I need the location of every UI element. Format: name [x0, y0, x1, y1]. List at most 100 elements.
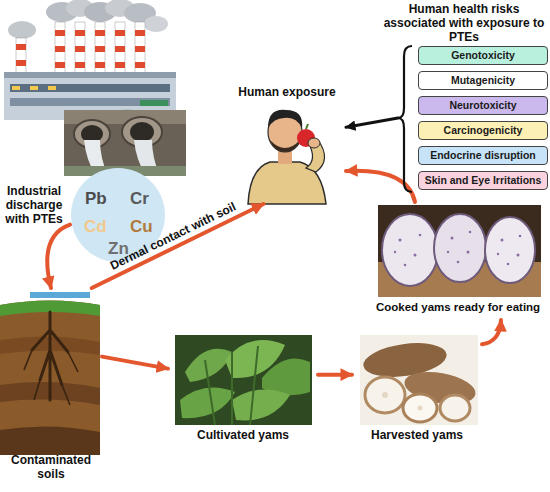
cultivated-yams-photo-part: [262, 358, 310, 395]
cultivated-yams-photo-part: [205, 346, 258, 425]
factory-illustration-part: [135, 46, 145, 52]
human-illustration-part: [306, 124, 308, 129]
cultivated-yams-photo: [175, 335, 312, 425]
factory-illustration-part: [95, 62, 105, 68]
cultivated-yams-photo-part: [180, 388, 235, 419]
factory-illustration-part: [48, 86, 56, 90]
cooked-yams-node: Cooked yams ready for eating: [372, 202, 544, 320]
factory-illustration-part: [8, 21, 36, 39]
factory-illustration-part: [10, 84, 170, 92]
soil-illustration: [0, 292, 100, 455]
factory-illustration-part: [135, 22, 145, 77]
harvested-yams-node: Harvested yams: [352, 332, 482, 454]
factory-illustration-part: [115, 46, 125, 52]
cooked-yams-photo-part: [507, 263, 510, 266]
factory-illustration-part: [115, 30, 125, 36]
soil-illustration-part: [24, 350, 78, 405]
factory-illustration-part: [144, 16, 168, 32]
cooked-yams-photo-part: [447, 251, 449, 253]
factory-illustration: [4, 0, 176, 124]
human-illustration-part: [308, 138, 320, 148]
factory-illustration-part: [16, 44, 26, 50]
box-label: Mutagenicity: [419, 72, 547, 89]
box-label: Skin and Eye Irritations: [419, 172, 547, 189]
factory-illustration-part: [10, 98, 170, 106]
harvested-yams-photo-part: [418, 406, 423, 411]
human-illustration-part: [270, 140, 300, 152]
flow-arrow: [346, 118, 398, 127]
discharge-photo-part: [64, 110, 186, 176]
factory-illustration-part: [55, 46, 65, 52]
factory-illustration-part: [12, 86, 20, 90]
cooked-yams-photo-part: [497, 253, 499, 255]
cooked-yams-photo-part: [394, 251, 396, 253]
risk-box: Genotoxicity: [418, 46, 548, 65]
node-label: Cultivated yams: [168, 429, 318, 443]
node-label: Pb: [85, 189, 107, 209]
soil-illustration-part: [30, 292, 90, 298]
cooked-yams-photo-part: [399, 239, 402, 242]
risk-box: Skin and Eye Irritations: [418, 171, 548, 190]
node-label: Cd: [84, 217, 107, 237]
factory-illustration-part: [75, 22, 85, 77]
cooked-yams-photo-part: [404, 264, 407, 267]
box-label: Endocrine disruption: [419, 147, 547, 164]
box-label: Genotoxicity: [419, 47, 547, 64]
factory-illustration-part: [95, 22, 105, 77]
cooked-yams-photo-part: [467, 251, 470, 254]
harvested-yams-photo-part: [440, 395, 470, 421]
bracket-line: [398, 46, 412, 192]
soil-node: Contaminated soils: [0, 288, 102, 484]
cultivated-yams-photo-part: [175, 335, 312, 425]
human-node: Human exposure: [228, 86, 346, 204]
harvested-yams-photo-part: [365, 377, 405, 413]
flow-arrow: [482, 320, 501, 344]
factory-illustration-part: [135, 30, 145, 36]
cooked-yams-photo-part: [457, 261, 460, 264]
cooked-yams-photo-part: [451, 237, 454, 240]
soil-illustration-part: [0, 426, 100, 455]
box-label: Neurotoxicity: [419, 97, 547, 114]
node-label: Cr: [130, 189, 149, 209]
cooked-yams-photo-part: [394, 231, 522, 267]
cooked-yams-photo-part: [485, 217, 535, 283]
box-label: Carcinogenicity: [419, 122, 547, 139]
factory-illustration-part: [95, 46, 105, 52]
cooked-yams-photo-part: [469, 231, 472, 234]
node-label: Harvested yams: [352, 429, 482, 443]
discharge-photo-part: [130, 122, 154, 142]
node-label: Cu: [130, 217, 153, 237]
risk-group: Human health risks associated with expos…: [398, 0, 550, 195]
flow-arrow: [318, 373, 352, 377]
cooked-yams-photo-part: [414, 254, 417, 257]
harvested-yams-photo-part: [403, 394, 437, 422]
cooked-yams-photo-part: [382, 214, 438, 286]
flow-arrow: [47, 225, 70, 288]
cooked-yams-photo-part: [434, 214, 486, 282]
node-label: Human exposure: [228, 86, 346, 100]
cultivated-yams-node: Cultivated yams: [168, 332, 318, 454]
node-label: Industrial discharge with PTEs: [0, 185, 68, 226]
factory-illustration-part: [95, 30, 105, 36]
factory-illustration-part: [55, 62, 65, 68]
risk-box: Neurotoxicity: [418, 96, 548, 115]
factory-illustration-part: [75, 30, 85, 36]
factory-illustration-part: [16, 60, 26, 66]
factory-illustration-part: [30, 86, 38, 90]
cooked-yams-photo-part: [501, 239, 504, 242]
factory-illustration-part: [140, 100, 168, 106]
factory-illustration-part: [4, 72, 176, 78]
cooked-yams-photo-part: [517, 254, 520, 257]
factory-illustration-part: [115, 62, 125, 68]
node-label: Human health risks associated with expos…: [378, 3, 550, 44]
factory-illustration-part: [55, 30, 65, 36]
human-illustration: [248, 110, 326, 204]
harvested-yams-photo-part: [360, 335, 478, 425]
flow-arrow: [102, 357, 168, 369]
factory-illustration-part: [75, 62, 85, 68]
risk-box: Carcinogenicity: [418, 121, 548, 140]
cooked-yams-photo-part: [419, 234, 422, 237]
factory-illustration-part: [55, 22, 65, 77]
node-label: Cooked yams ready for eating: [372, 301, 544, 314]
